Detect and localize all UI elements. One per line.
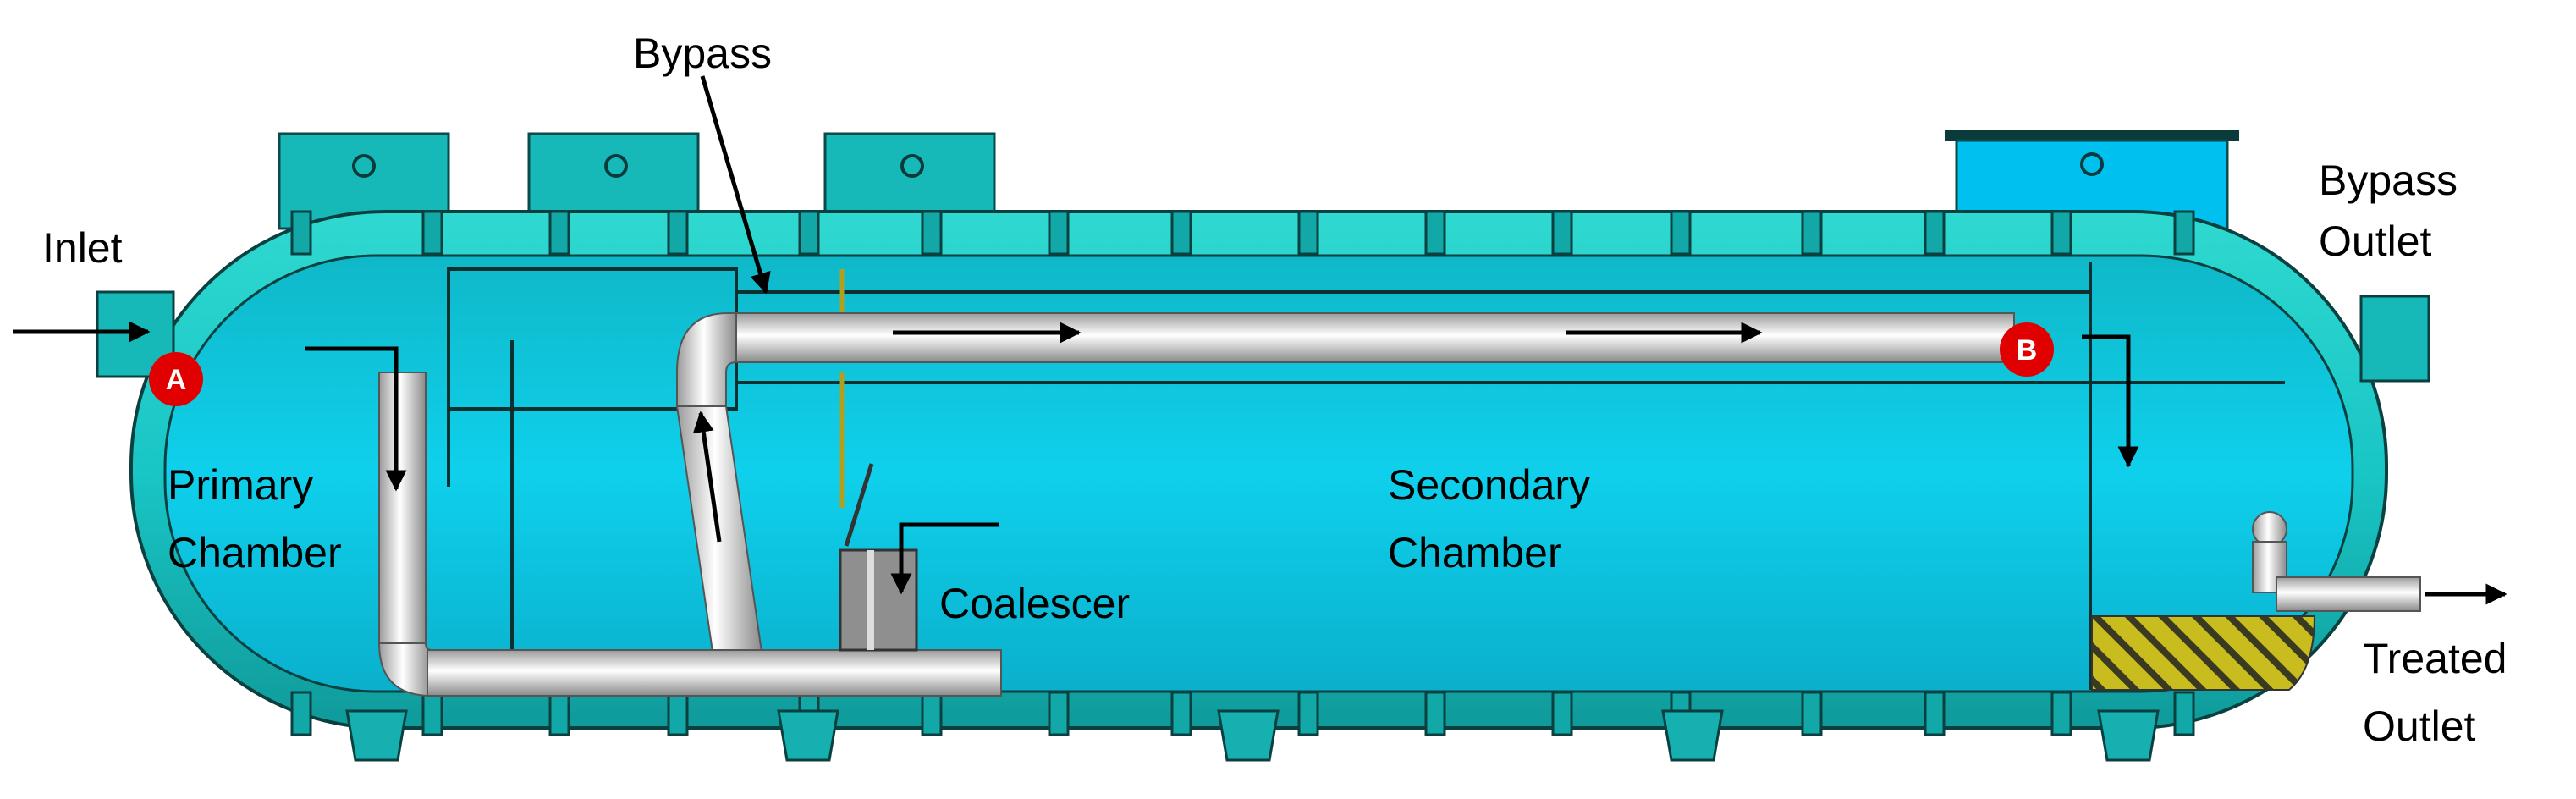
primary-flow-arrow — [305, 346, 407, 492]
label-bypass-outlet-2: Outlet — [2319, 218, 2432, 265]
label-coalescer: Coalescer — [939, 580, 1130, 627]
label-secondary-1: Secondary — [1388, 461, 1590, 509]
label-secondary-2: Chamber — [1388, 529, 1562, 576]
riser-flow-arrow — [692, 411, 722, 543]
flow-arrows — [13, 75, 2507, 605]
riser-4-lid — [1945, 130, 2239, 141]
label-treated-2: Outlet — [2363, 703, 2476, 750]
bypass-leader-line — [700, 75, 771, 295]
label-bypass: Bypass — [633, 30, 772, 77]
bypass-outlet-stub — [2359, 295, 2430, 383]
marker-b-label: B — [2017, 334, 2038, 366]
bypass-elbow — [676, 312, 737, 407]
internal-walls — [447, 262, 2285, 694]
coalescer-flow-arrow — [890, 522, 999, 595]
label-treated-1: Treated — [2363, 635, 2507, 682]
marker-b: B — [2000, 322, 2054, 377]
support-feet — [345, 709, 2160, 762]
marker-a: A — [149, 352, 203, 406]
bypass-pipe — [735, 312, 2015, 363]
secondary-drop-arrow — [2082, 334, 2139, 468]
label-bypass-outlet-1: Bypass — [2319, 157, 2458, 204]
bottom-pipe — [427, 649, 1002, 697]
primary-drop-pipe — [378, 372, 427, 644]
label-inlet: Inlet — [42, 224, 123, 272]
label-primary-1: Primary — [168, 461, 313, 509]
sump-hatch — [2091, 615, 2316, 691]
label-primary-2: Chamber — [168, 529, 342, 576]
treated-outlet-pipe — [2252, 511, 2421, 612]
coalescer-unit — [839, 463, 918, 652]
marker-a-label: A — [166, 364, 187, 396]
tank-ribs — [290, 210, 2195, 736]
